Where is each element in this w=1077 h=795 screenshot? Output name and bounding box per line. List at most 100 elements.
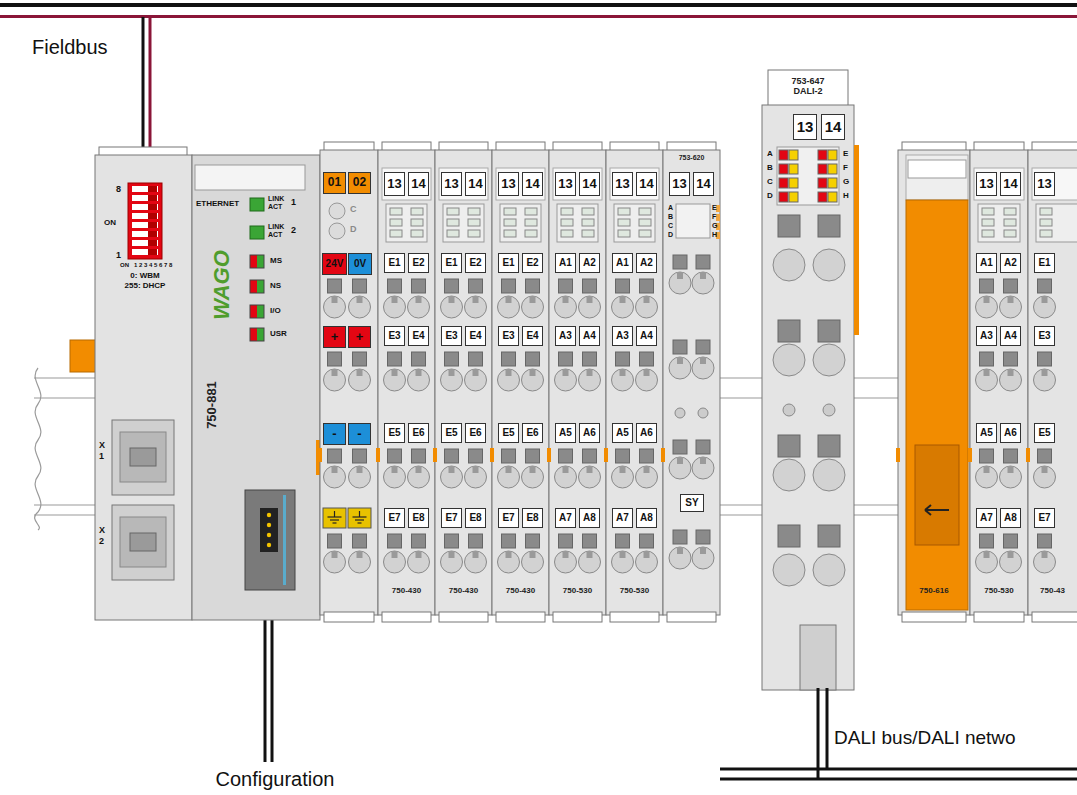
channel-letter: F <box>712 213 716 221</box>
cover-arrow <box>925 505 949 515</box>
terminal-clamp <box>349 296 371 318</box>
status-led <box>250 305 264 318</box>
terminal-release <box>563 369 569 376</box>
terminal-release <box>984 551 990 558</box>
terminal-clamp <box>349 551 371 573</box>
terminal-clamp <box>384 369 406 391</box>
channel-letter: H <box>712 231 717 239</box>
terminal-clamp <box>1034 369 1056 391</box>
orange-cover <box>906 200 968 610</box>
status-led <box>250 305 257 318</box>
status-led <box>789 150 798 160</box>
terminal-clamp <box>384 551 406 573</box>
terminal-opening <box>696 440 710 454</box>
terminal-release <box>677 272 683 279</box>
terminal-marker: - <box>348 423 371 445</box>
terminal-opening <box>469 352 483 366</box>
module-housing <box>378 150 435 615</box>
terminal-clamp <box>579 369 601 391</box>
terminal-opening <box>818 435 840 457</box>
ground-terminal <box>348 508 371 528</box>
led <box>618 208 630 215</box>
terminal-clamp <box>773 554 805 586</box>
led-window <box>1036 204 1077 242</box>
terminal-marker: E5 <box>384 423 405 443</box>
part-number: 750-616 <box>898 586 970 596</box>
terminal-marker: A8 <box>579 508 600 528</box>
terminal-clamp <box>636 369 658 391</box>
terminal-release <box>449 551 455 558</box>
terminal-release <box>1042 296 1048 303</box>
terminal-marker: E7 <box>1034 508 1055 528</box>
terminal-marker: 14 <box>636 172 657 196</box>
terminal-release <box>700 457 706 464</box>
channel-letter: D <box>668 231 673 239</box>
terminal-release <box>587 296 593 303</box>
led <box>561 208 573 215</box>
terminal-opening <box>353 352 367 366</box>
status-led <box>818 150 827 160</box>
terminal-clamp <box>555 466 577 488</box>
dip-knob <box>148 186 157 192</box>
led <box>1040 230 1052 237</box>
part-number: 753-620 <box>663 153 720 163</box>
terminal-clamp <box>692 547 714 569</box>
bottom-clip <box>902 612 966 622</box>
led <box>618 219 630 226</box>
terminal-clamp <box>349 466 371 488</box>
orange-tab <box>547 448 551 462</box>
terminal-clamp <box>773 249 805 281</box>
terminal-clamp <box>692 357 714 379</box>
terminal-opening <box>673 440 687 454</box>
terminal-opening <box>469 449 483 463</box>
led-label: USR <box>270 329 287 338</box>
led <box>982 219 994 226</box>
terminal-clamp <box>441 296 463 318</box>
status-led <box>250 280 257 293</box>
controller-housing <box>95 155 192 620</box>
terminal-clamp <box>692 272 714 294</box>
led-label: LINK ACT <box>268 195 288 211</box>
orange-tab <box>1026 448 1030 462</box>
terminal-opening <box>980 279 994 293</box>
bottom-clip <box>667 612 716 622</box>
terminal-release <box>620 296 626 303</box>
terminal-release <box>506 551 512 558</box>
terminal-marker: E4 <box>465 326 486 346</box>
part-number: 750-881 <box>207 381 217 429</box>
terminal-marker: A3 <box>976 326 997 346</box>
terminal-clamp <box>813 249 845 281</box>
channel-letter: H <box>843 191 849 200</box>
status-led <box>250 328 264 341</box>
terminal-opening <box>616 352 630 366</box>
terminal-opening <box>353 534 367 548</box>
led <box>525 230 537 237</box>
orange-tab <box>318 448 322 462</box>
dali-bus-line <box>720 778 1077 781</box>
port-label: X 2 <box>99 525 107 547</box>
ground-symbol <box>330 519 339 520</box>
status-led <box>818 178 827 188</box>
module-housing <box>606 150 663 615</box>
fieldbus-drop-line <box>149 17 152 158</box>
terminal-marker: A2 <box>579 253 600 273</box>
status-led <box>257 255 264 268</box>
terminal-marker: A7 <box>976 508 997 528</box>
status-led <box>257 305 264 318</box>
terminal-clamp <box>773 459 805 491</box>
terminal-marker: E3 <box>441 326 462 346</box>
terminal-marker: 0V <box>348 253 372 275</box>
terminal-opening <box>696 340 710 354</box>
terminal-clamp <box>465 296 487 318</box>
rj45-socket <box>120 432 166 482</box>
dip-slot <box>132 231 158 237</box>
module-box: 750-430 <box>435 150 492 620</box>
terminal-marker: E6 <box>408 423 429 443</box>
terminal-opening <box>469 279 483 293</box>
channel-letter: C <box>767 177 773 186</box>
port-label: X 1 <box>99 440 107 462</box>
terminal-release <box>392 296 398 303</box>
terminal-opening <box>526 279 540 293</box>
terminal-clamp <box>636 296 658 318</box>
channel-letter: D <box>767 191 773 200</box>
